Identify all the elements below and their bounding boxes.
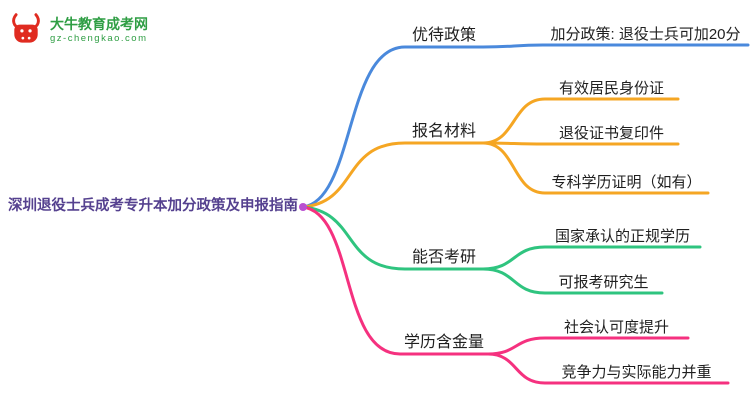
branch-application-materials: 报名材料 (411, 123, 476, 140)
leaf-veteran-certificate: 退役证书复印件 (558, 125, 664, 142)
root-node: 深圳退役士兵成考专升本加分政策及申报指南 (8, 198, 298, 214)
branch-degree-value: 学历含金量 (403, 334, 484, 351)
branch-postgrad-eligibility: 能否考研 (411, 249, 476, 266)
site-logo[interactable]: 大牛教育成考网 gz-chengkao.com (8, 12, 148, 48)
leaf-social-recognition: 社会认可度提升 (563, 319, 669, 336)
leaf-postgrad-eligible: 可报考研究生 (558, 274, 649, 291)
logo-domain: gz-chengkao.com (50, 32, 148, 44)
connector-leaf-social-recognition (486, 336, 690, 356)
leaf-bonus-policy: 加分政策: 退役士兵可加20分 (550, 26, 741, 43)
connector-leaf-state-recognized-degree (481, 245, 702, 271)
connector-branch-degree-value (301, 205, 490, 356)
branch-preferential-policy: 优待政策 (411, 27, 476, 44)
leaf-state-recognized-degree: 国家承认的正规学历 (554, 228, 690, 245)
connector-branch-application-materials (301, 141, 485, 209)
leaf-college-diploma-proof: 专科学历证明（如有） (551, 174, 702, 191)
connector-leaf-bonus-policy (481, 43, 750, 49)
bull-logo-icon (8, 12, 44, 48)
leaf-competitiveness: 竞争力与实际能力并重 (561, 364, 712, 381)
leaf-id-card: 有效居民身份证 (558, 80, 664, 97)
logo-title: 大牛教育成考网 (50, 15, 148, 32)
connector-leaf-veteran-certificate (481, 141, 680, 146)
